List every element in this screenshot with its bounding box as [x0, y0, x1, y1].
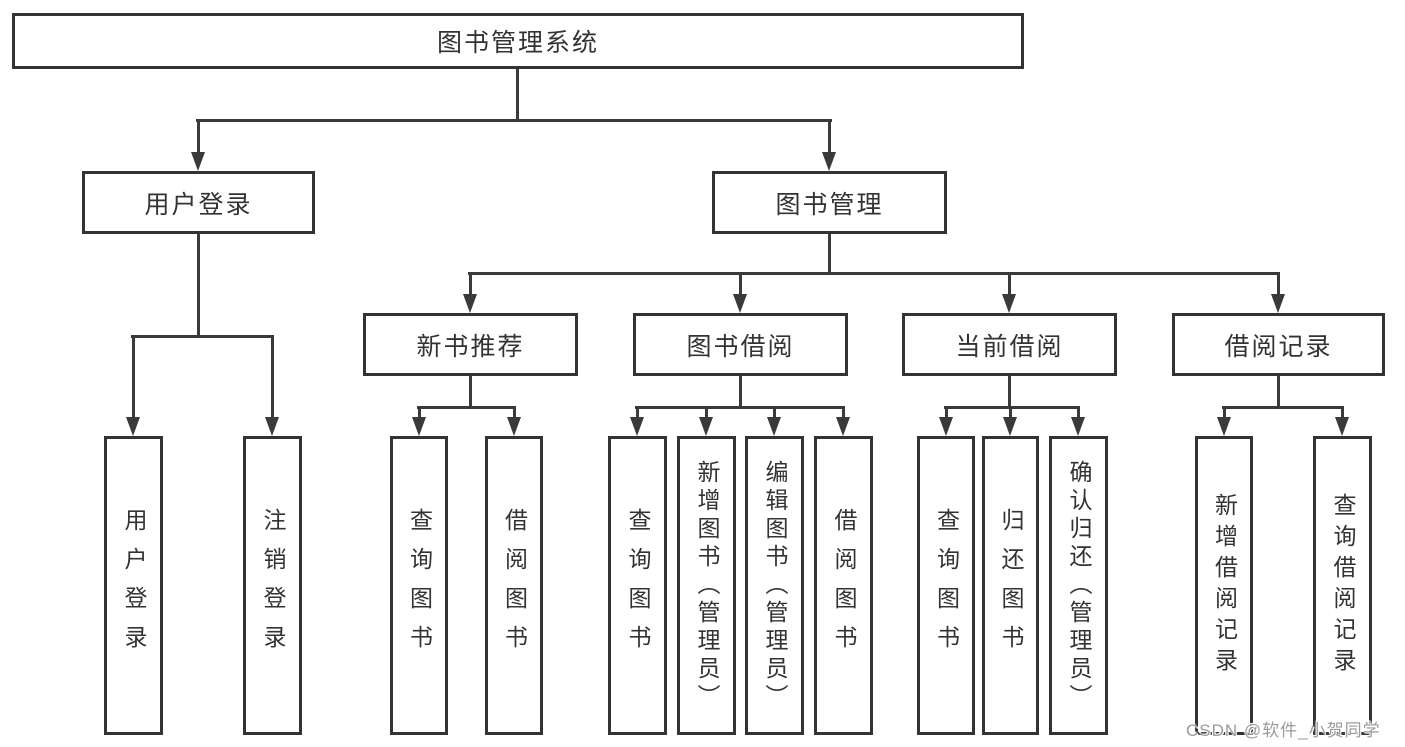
arrow-down-icon [1335, 417, 1349, 436]
node-book-management-label: 图书管理 [775, 190, 884, 219]
leaf-query-book-current: 查询图书 [917, 436, 975, 735]
leaf-user-login-label: 用户登录 [121, 507, 147, 664]
connector-vline [738, 376, 742, 409]
connector-hline [944, 406, 1080, 409]
node-user-login: 用户登录 [82, 171, 315, 234]
node-book-borrow-label: 图书借阅 [686, 332, 795, 361]
connector-vline [468, 376, 472, 409]
connector-vline [704, 406, 708, 420]
node-borrow-records: 借阅记录 [1172, 313, 1385, 376]
leaf-query-book-borrow: 查询图书 [608, 436, 667, 735]
arrow-down-icon [463, 294, 477, 313]
leaf-query-book-current-label: 查询图书 [933, 507, 960, 664]
leaf-borrow-book-recommend: 借阅图书 [485, 436, 543, 735]
leaf-borrow-book: 借阅图书 [814, 436, 873, 735]
connector-hline [468, 272, 1280, 275]
connector-vline [515, 69, 519, 121]
connector-hline [196, 119, 832, 122]
connector-vline [827, 119, 831, 155]
leaf-user-login: 用户登录 [104, 436, 163, 735]
leaf-return-book: 归还图书 [982, 436, 1039, 735]
arrow-down-icon [1271, 294, 1285, 313]
arrow-down-icon [939, 417, 953, 436]
leaf-logout: 注销登录 [243, 436, 302, 735]
arrow-down-icon [1003, 417, 1017, 436]
arrow-down-icon [265, 417, 279, 436]
connector-vline [738, 272, 742, 297]
connector-vline [1008, 406, 1012, 420]
connector-vline [1340, 406, 1344, 420]
arrow-down-icon [822, 152, 836, 171]
connector-vline [1007, 272, 1011, 297]
connector-vline [196, 234, 200, 337]
node-borrow-records-label: 借阅记录 [1224, 332, 1333, 361]
arrow-down-icon [412, 417, 426, 436]
node-root-label: 图书管理系统 [436, 29, 599, 57]
node-root: 图书管理系统 [12, 13, 1024, 69]
leaf-query-book-borrow-label: 查询图书 [625, 507, 651, 664]
connector-vline [1276, 272, 1280, 297]
arrow-down-icon [836, 417, 850, 436]
leaf-add-book-admin: 新增图书（管理员） [677, 436, 736, 735]
connector-vline [1276, 376, 1280, 409]
arrow-down-icon [767, 417, 781, 436]
leaf-query-book-recommend-label: 查询图书 [406, 507, 433, 664]
leaf-borrow-book-recommend-label: 借阅图书 [501, 507, 528, 664]
leaf-add-borrow-record-label: 新增借阅记录 [1211, 492, 1238, 679]
arrow-down-icon [191, 152, 205, 171]
connector-vline [1007, 376, 1011, 409]
leaf-confirm-return-admin-label: 确认归还（管理员） [1066, 459, 1092, 712]
arrow-down-icon [630, 417, 644, 436]
connector-vline [1222, 406, 1226, 420]
arrow-down-icon [126, 417, 140, 436]
leaf-borrow-book-label: 借阅图书 [831, 507, 857, 664]
connector-vline [635, 406, 639, 420]
leaf-query-book-recommend: 查询图书 [390, 436, 448, 735]
node-user-login-label: 用户登录 [144, 190, 253, 219]
connector-vline [827, 234, 831, 275]
node-current-borrow: 当前借阅 [902, 313, 1117, 376]
connector-vline [1076, 406, 1080, 420]
watermark-text: CSDN @软件_小贺同学 [1186, 721, 1381, 740]
leaf-return-book-label: 归还图书 [998, 507, 1024, 664]
connector-vline [512, 406, 516, 420]
connector-vline [841, 406, 845, 420]
connector-vline [196, 119, 200, 155]
connector-vline [131, 335, 135, 420]
node-new-book-recommend: 新书推荐 [363, 313, 578, 376]
leaf-logout-label: 注销登录 [260, 507, 286, 664]
leaf-query-borrow-record: 查询借阅记录 [1313, 436, 1372, 735]
leaf-add-borrow-record: 新增借阅记录 [1195, 436, 1253, 735]
node-book-management: 图书管理 [712, 171, 947, 234]
connector-hline [1222, 406, 1344, 409]
leaf-query-borrow-record-label: 查询借阅记录 [1330, 492, 1356, 679]
connector-vline [270, 335, 274, 420]
node-current-borrow-label: 当前借阅 [955, 332, 1064, 361]
arrow-down-icon [1217, 417, 1231, 436]
connector-vline [944, 406, 948, 420]
connector-hline [635, 406, 845, 409]
watermark: CSDN @软件_小贺同学 [1186, 716, 1381, 741]
arrow-down-icon [1071, 417, 1085, 436]
leaf-confirm-return-admin: 确认归还（管理员） [1049, 436, 1108, 735]
arrow-down-icon [699, 417, 713, 436]
arrow-down-icon [733, 294, 747, 313]
arrow-down-icon [1002, 294, 1016, 313]
connector-vline [772, 406, 776, 420]
connector-hline [131, 335, 273, 338]
arrow-down-icon [507, 417, 521, 436]
leaf-add-book-admin-label: 新增图书（管理员） [694, 459, 720, 712]
connector-vline [417, 406, 421, 420]
connector-vline [468, 272, 472, 297]
node-new-book-recommend-label: 新书推荐 [416, 332, 525, 361]
connector-hline [417, 406, 516, 409]
node-book-borrow: 图书借阅 [633, 313, 848, 376]
leaf-edit-book-admin: 编辑图书（管理员） [745, 436, 804, 735]
leaf-edit-book-admin-label: 编辑图书（管理员） [762, 459, 788, 712]
